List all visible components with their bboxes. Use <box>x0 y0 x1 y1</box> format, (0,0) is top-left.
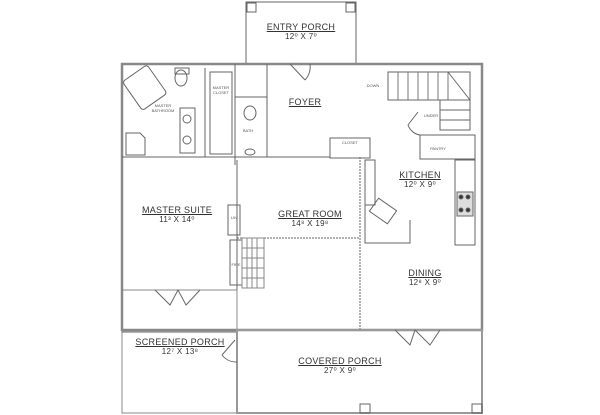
room-kitchen: KITCHEN 12⁰ X 9⁰ <box>390 170 450 190</box>
room-foyer: FOYER <box>280 97 330 107</box>
label-pantry: PANTRY <box>430 146 446 151</box>
room-name: KITCHEN <box>399 170 441 180</box>
label-fireplace: FIRE <box>231 262 241 267</box>
room-dimensions: 12⁷ X 13⁸ <box>161 347 199 356</box>
room-name: MASTER SUITE <box>141 205 213 215</box>
label-master-closet: MASTER CLOSET <box>212 85 230 95</box>
room-dimensions: 12⁰ X 9⁰ <box>404 180 436 189</box>
label-down: DOWN <box>366 83 380 88</box>
room-dimensions: 11³ X 14⁰ <box>159 215 195 224</box>
room-master-suite: MASTER SUITE 11³ X 14⁰ <box>132 205 222 225</box>
room-screened-porch: SCREENED PORCH 12⁷ X 13⁸ <box>130 337 230 357</box>
label-under: UNDER <box>423 113 439 118</box>
room-name: GREAT ROOM <box>278 209 342 219</box>
label-closet: CLOSET <box>341 140 358 145</box>
room-name: ENTRY PORCH <box>266 22 336 32</box>
room-great-room: GREAT ROOM 14⁸ X 19⁸ <box>270 209 350 229</box>
room-entry-porch: ENTRY PORCH 12⁰ X 7⁰ <box>256 22 346 42</box>
room-name: DINING <box>408 268 442 278</box>
room-dimensions: 14⁸ X 19⁸ <box>291 219 329 228</box>
room-name: SCREENED PORCH <box>135 337 225 347</box>
label-linen: LIN <box>230 215 238 220</box>
room-dimensions: 12⁰ X 7⁰ <box>285 32 317 41</box>
label-bath: BATH <box>242 128 254 133</box>
room-name: FOYER <box>288 97 322 107</box>
room-dimensions: 27⁰ X 9⁰ <box>324 366 356 375</box>
room-dining: DINING 12⁸ X 9⁰ <box>395 268 455 288</box>
room-name: COVERED PORCH <box>298 356 382 366</box>
label-master-bathroom: MASTER BATHROOM <box>151 103 175 113</box>
room-covered-porch: COVERED PORCH 27⁰ X 9⁰ <box>290 356 390 376</box>
room-dimensions: 12⁸ X 9⁰ <box>408 278 442 287</box>
